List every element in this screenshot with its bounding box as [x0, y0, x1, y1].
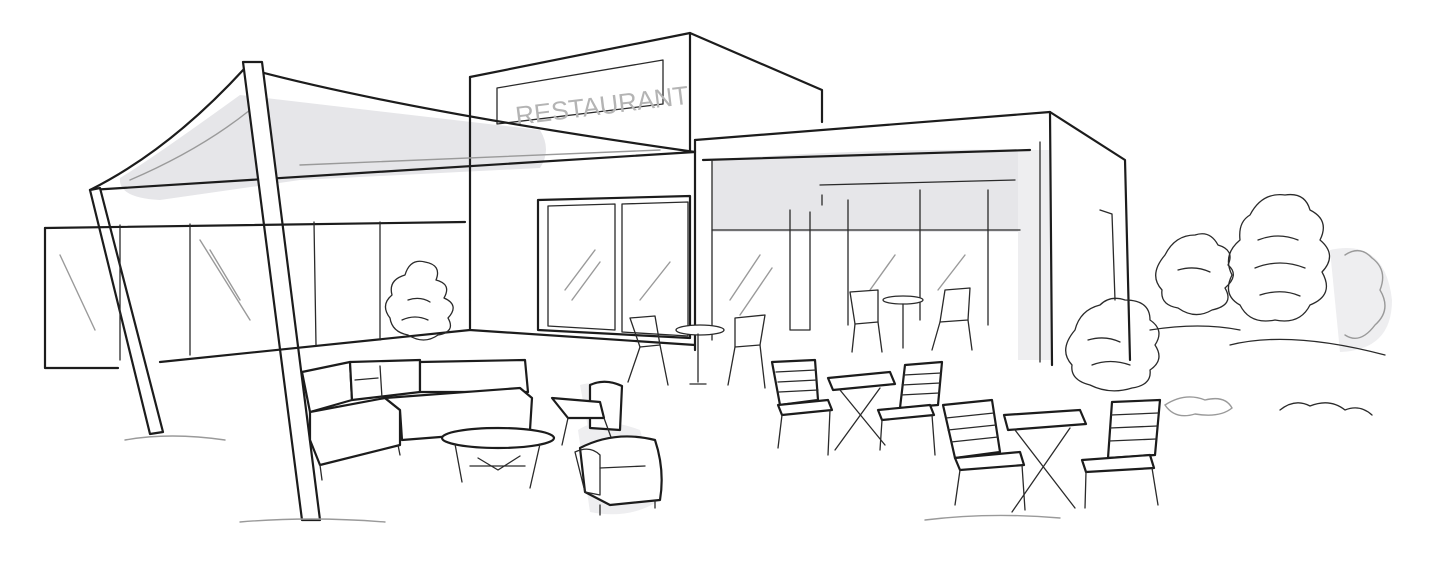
glass-pavilion — [43, 220, 472, 441]
coffee-table — [440, 426, 556, 489]
building — [468, 110, 1132, 367]
sectional-sofa — [300, 358, 534, 481]
shrub-left — [384, 260, 454, 341]
bistro-set-window — [849, 287, 973, 353]
restaurant-sign: RESTAURANT — [514, 80, 691, 131]
ground — [239, 514, 1061, 523]
bistro-set-front — [941, 398, 1162, 513]
sail-pole-left — [88, 186, 165, 436]
shade-sail — [88, 66, 697, 192]
bistro-set-middle — [770, 358, 944, 456]
sail-pole-center — [241, 60, 322, 522]
lounge-chair-back — [550, 380, 624, 446]
armchair-front — [574, 435, 663, 516]
trees-right — [1065, 193, 1386, 417]
bistro-set-doors — [627, 314, 766, 389]
